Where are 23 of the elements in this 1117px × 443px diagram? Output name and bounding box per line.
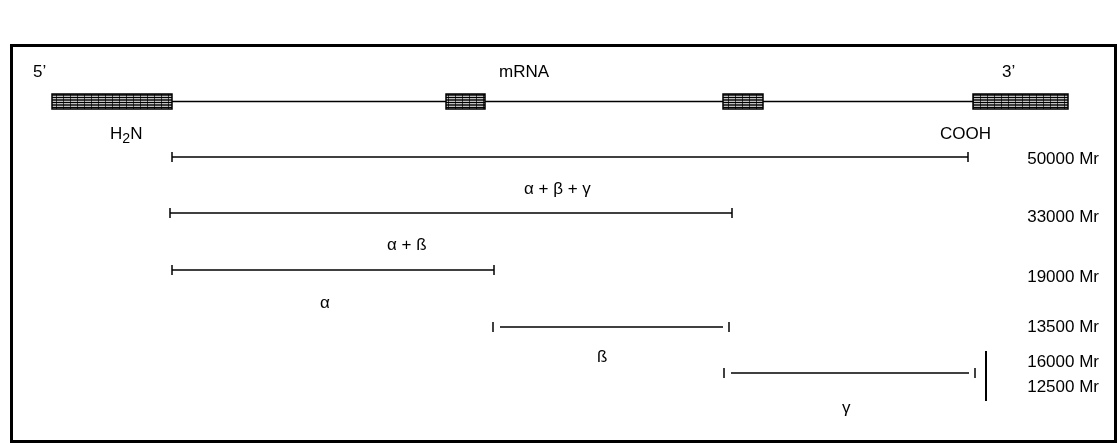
mass-label: 33000 Mr (1027, 208, 1099, 225)
mass-label: 16000 Mr (1027, 353, 1099, 370)
protein-label: γ (842, 399, 851, 416)
protein-label: α + β + γ (524, 180, 591, 197)
protein-label: α (320, 294, 330, 311)
coding-block (722, 93, 764, 110)
coding-block (972, 93, 1069, 110)
mass-label: 13500 Mr (1027, 318, 1099, 335)
coding-block (445, 93, 486, 110)
mass-label: 12500 Mr (1027, 378, 1099, 395)
mass-label: 19000 Mr (1027, 268, 1099, 285)
terminus-label: COOH (940, 125, 991, 142)
terminus-label: H$_{2}$N (110, 125, 143, 146)
molecule-label: mRNA (499, 63, 550, 80)
coding-block (51, 93, 173, 110)
end-label: 3’ (1002, 63, 1016, 80)
protein-label: ß (597, 348, 608, 365)
mrna-strand-line (484, 100, 724, 103)
mrna-strand-line (762, 100, 974, 103)
end-label: 5’ (33, 63, 47, 80)
mass-label: 50000 Mr (1027, 150, 1099, 167)
mrna-strand-line (171, 100, 447, 103)
protein-label: α + ß (387, 236, 427, 253)
